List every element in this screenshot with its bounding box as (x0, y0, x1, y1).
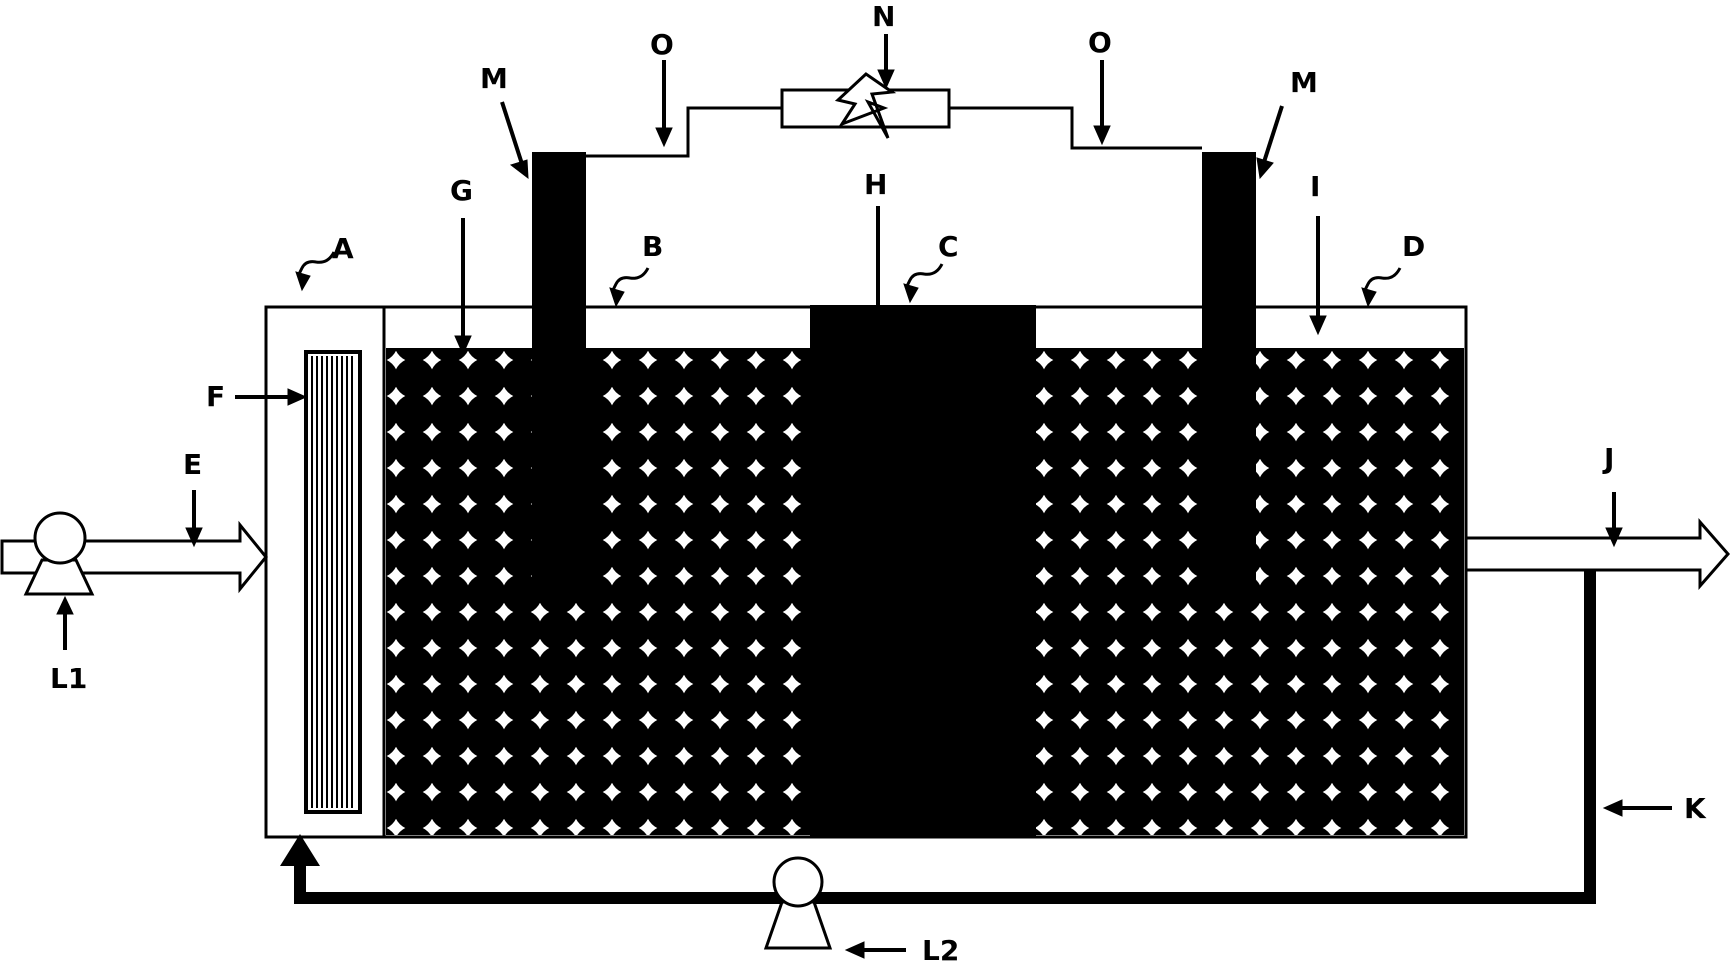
separator-wall (810, 305, 1036, 836)
label-l2: L2 (922, 934, 959, 962)
label-h: H (864, 168, 887, 201)
label-l1: L1 (50, 662, 87, 695)
pump-l2-icon (763, 856, 833, 950)
membrane-module (304, 350, 362, 814)
pointer-arrows (56, 34, 1672, 959)
label-a: A (332, 232, 354, 265)
label-i: I (1310, 170, 1320, 203)
granule-bed-left (386, 348, 810, 835)
label-k: K (1684, 792, 1707, 825)
label-d: D (1402, 230, 1425, 263)
outlet-pipe (1464, 518, 1730, 590)
recycle-line (294, 570, 1596, 904)
electrode-left (532, 152, 586, 590)
label-o-right: O (1088, 26, 1112, 59)
wire-right (949, 106, 1202, 150)
label-m-left: M (480, 62, 508, 95)
electrode-right (1202, 152, 1256, 590)
label-e: E (183, 448, 202, 481)
recycle-arrowhead (280, 834, 320, 866)
label-o-left: O (650, 28, 674, 61)
label-g: G (450, 174, 473, 207)
label-c: C (938, 230, 959, 263)
label-j: J (1602, 442, 1614, 475)
lightning-icon (834, 72, 897, 139)
pump-l1-icon (23, 511, 95, 596)
wire-left (586, 106, 782, 158)
label-f: F (206, 380, 225, 413)
label-n: N (872, 0, 895, 33)
label-b: B (642, 230, 663, 263)
label-m-right: M (1290, 66, 1318, 99)
